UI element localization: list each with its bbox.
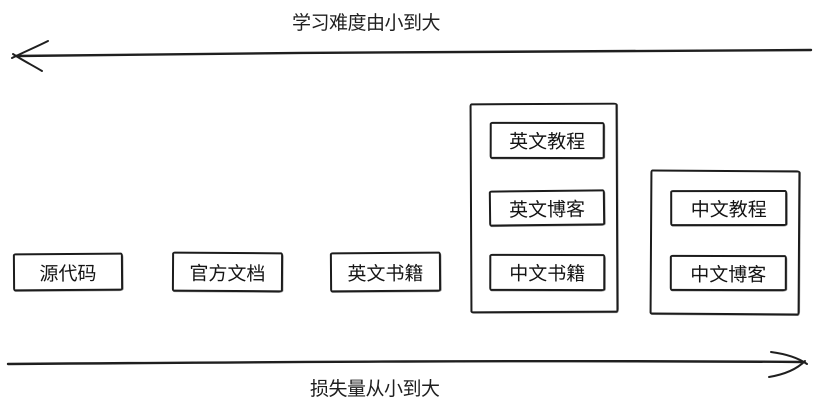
box-english-tutorial-label: 英文教程 (509, 131, 586, 154)
left-arrow (11, 40, 813, 72)
box-source-code: 源代码 (12, 252, 124, 292)
box-english-blog-label: 英文博客 (508, 199, 586, 221)
box-chinese-books-label: 中文书籍 (509, 263, 586, 286)
box-chinese-books: 中文书籍 (489, 253, 606, 292)
box-chinese-blog-label: 中文博客 (690, 264, 767, 286)
box-chinese-blog: 中文博客 (669, 254, 787, 292)
group-box-chinese: 中文教程 中文博客 (649, 169, 801, 316)
box-official-docs-label: 官方文档 (189, 263, 266, 285)
bottom-axis-label: 损失量从小到大 (310, 379, 440, 400)
top-axis-label: 学习难度由小到大 (292, 13, 441, 34)
box-english-books-label: 英文书籍 (347, 263, 424, 285)
box-source-code-label: 源代码 (39, 263, 97, 285)
box-official-docs: 官方文档 (171, 251, 284, 293)
box-chinese-tutorial: 中文教程 (670, 189, 788, 227)
box-english-blog: 英文博客 (488, 189, 606, 227)
box-chinese-tutorial-label: 中文教程 (690, 199, 767, 221)
box-english-tutorial: 英文教程 (489, 121, 605, 160)
group-box-english-chinese-mix: 英文教程 英文博客 中文书籍 (469, 102, 619, 314)
box-english-books: 英文书籍 (329, 251, 442, 293)
